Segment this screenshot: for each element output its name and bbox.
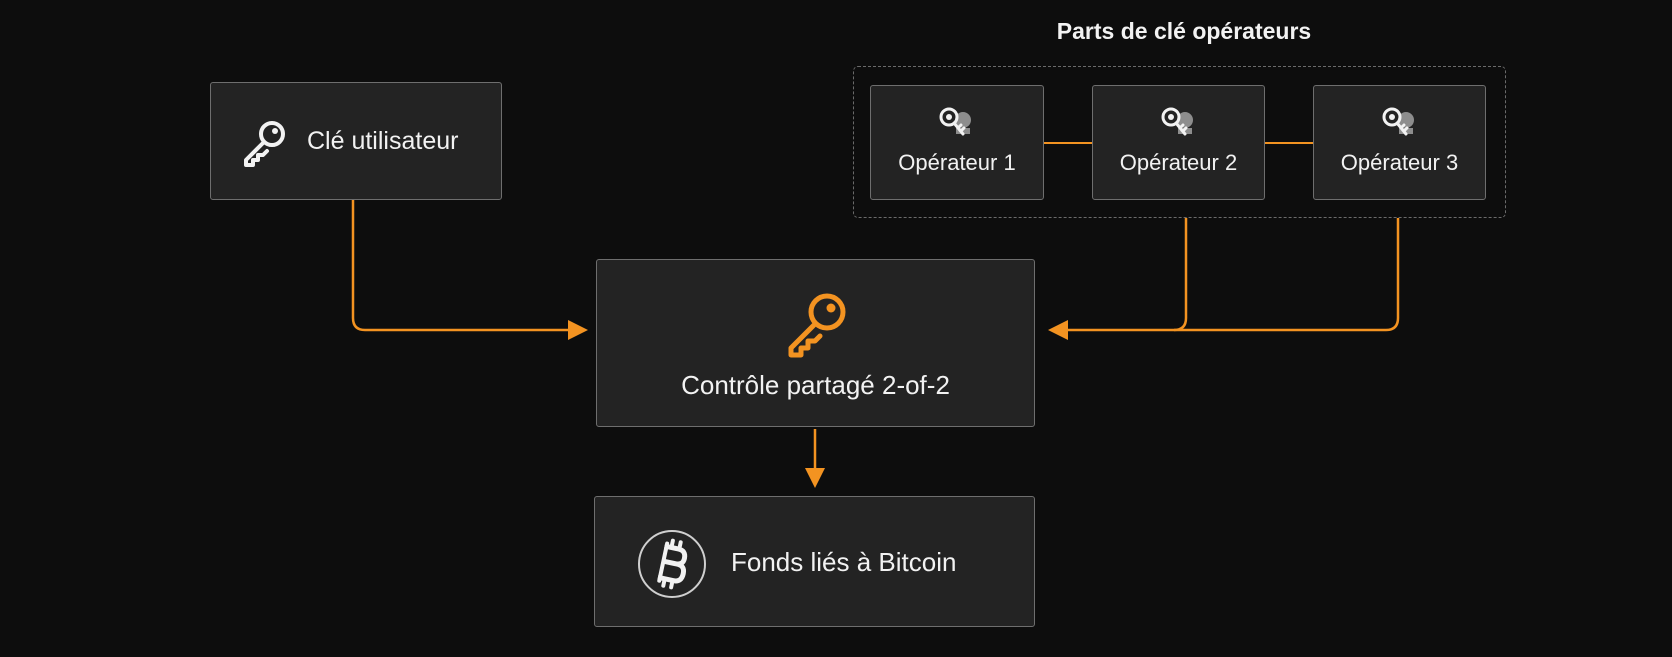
key-share-icon — [939, 107, 971, 136]
line-operator-2-to-shared — [1173, 218, 1188, 332]
key-share-icon — [1161, 107, 1193, 136]
bitcoin-icon — [638, 530, 706, 598]
operator-group-title: Parts de clé opérateurs — [1056, 18, 1312, 44]
arrow-operator-3-to-shared — [1048, 218, 1400, 340]
operator-group-frame — [853, 66, 1506, 218]
funds-label: Fonds liés à Bitcoin — [731, 547, 957, 577]
shared-control-label: Contrôle partagé 2-of-2 — [681, 370, 950, 400]
operator-2-box: Opérateur 2 — [1092, 85, 1265, 200]
shared-control-box: Contrôle partagé 2-of-2 — [596, 259, 1035, 427]
user-key-label: Clé utilisateur — [307, 127, 459, 155]
operator-1-label: Opérateur 1 — [898, 150, 1016, 175]
operator-2-label: Opérateur 2 — [1119, 150, 1238, 175]
operator-3-label: Opérateur 3 — [1340, 150, 1459, 175]
key-icon — [788, 293, 846, 358]
operator-1-box: Opérateur 1 — [870, 85, 1044, 200]
arrow-user-to-shared — [351, 200, 588, 340]
operator-3-box: Opérateur 3 — [1313, 85, 1486, 200]
key-icon — [244, 121, 285, 167]
key-share-icon — [1382, 107, 1414, 136]
funds-box: Fonds liés à Bitcoin — [594, 496, 1035, 627]
user-key-box: Clé utilisateur — [210, 82, 502, 200]
